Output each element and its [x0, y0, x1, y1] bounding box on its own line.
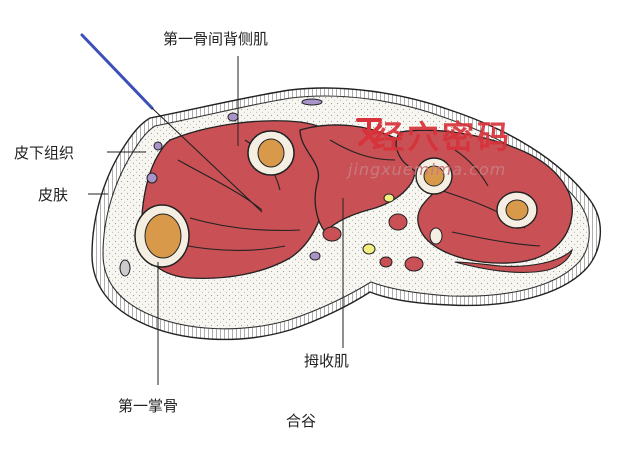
- muscle-septum: [181, 244, 286, 251]
- watermark-pinyin: jingxuemima.com: [348, 160, 507, 179]
- tendon: [388, 213, 408, 231]
- caption: 合谷: [286, 412, 317, 430]
- muscle-septum: [189, 217, 301, 232]
- label-first-metacarpal: 第一掌骨: [118, 397, 179, 415]
- muscle-septum: [329, 139, 396, 161]
- vessel: [153, 141, 163, 151]
- tendon: [404, 256, 424, 272]
- third-metacarpal-marrow: [423, 165, 445, 187]
- watermark-chinese: 经穴密码: [372, 118, 513, 156]
- tendon: [429, 227, 443, 245]
- nerve: [362, 243, 376, 255]
- watermark-logo-icon: [356, 118, 382, 148]
- fourth-metacarpal-marrow: [505, 199, 529, 221]
- first-metacarpal-marrow: [144, 213, 182, 259]
- muscle-septum: [177, 159, 263, 211]
- vessel: [309, 251, 321, 261]
- vessel: [146, 172, 158, 184]
- vessel: [301, 98, 323, 106]
- thenar-muscle-lower: [454, 248, 574, 273]
- label-skin: 皮肤: [38, 186, 69, 204]
- acupuncture-needle: [80, 33, 154, 110]
- second-metacarpal-marrow: [257, 138, 285, 168]
- tendon: [379, 256, 393, 268]
- tendon: [119, 259, 131, 277]
- label-adductor-pollicis: 拇收肌: [304, 352, 350, 370]
- vessel: [227, 112, 239, 122]
- adductor-pollicis-muscle: [299, 124, 416, 233]
- label-dorsal-interosseous: 第一骨间背侧肌: [163, 30, 269, 48]
- label-subcutaneous: 皮下组织: [14, 144, 75, 162]
- tendon: [322, 226, 342, 242]
- nerve: [383, 193, 395, 203]
- muscle-septum: [454, 149, 489, 187]
- muscle-septum: [451, 231, 541, 247]
- acupuncture-needle-tip: [151, 107, 263, 213]
